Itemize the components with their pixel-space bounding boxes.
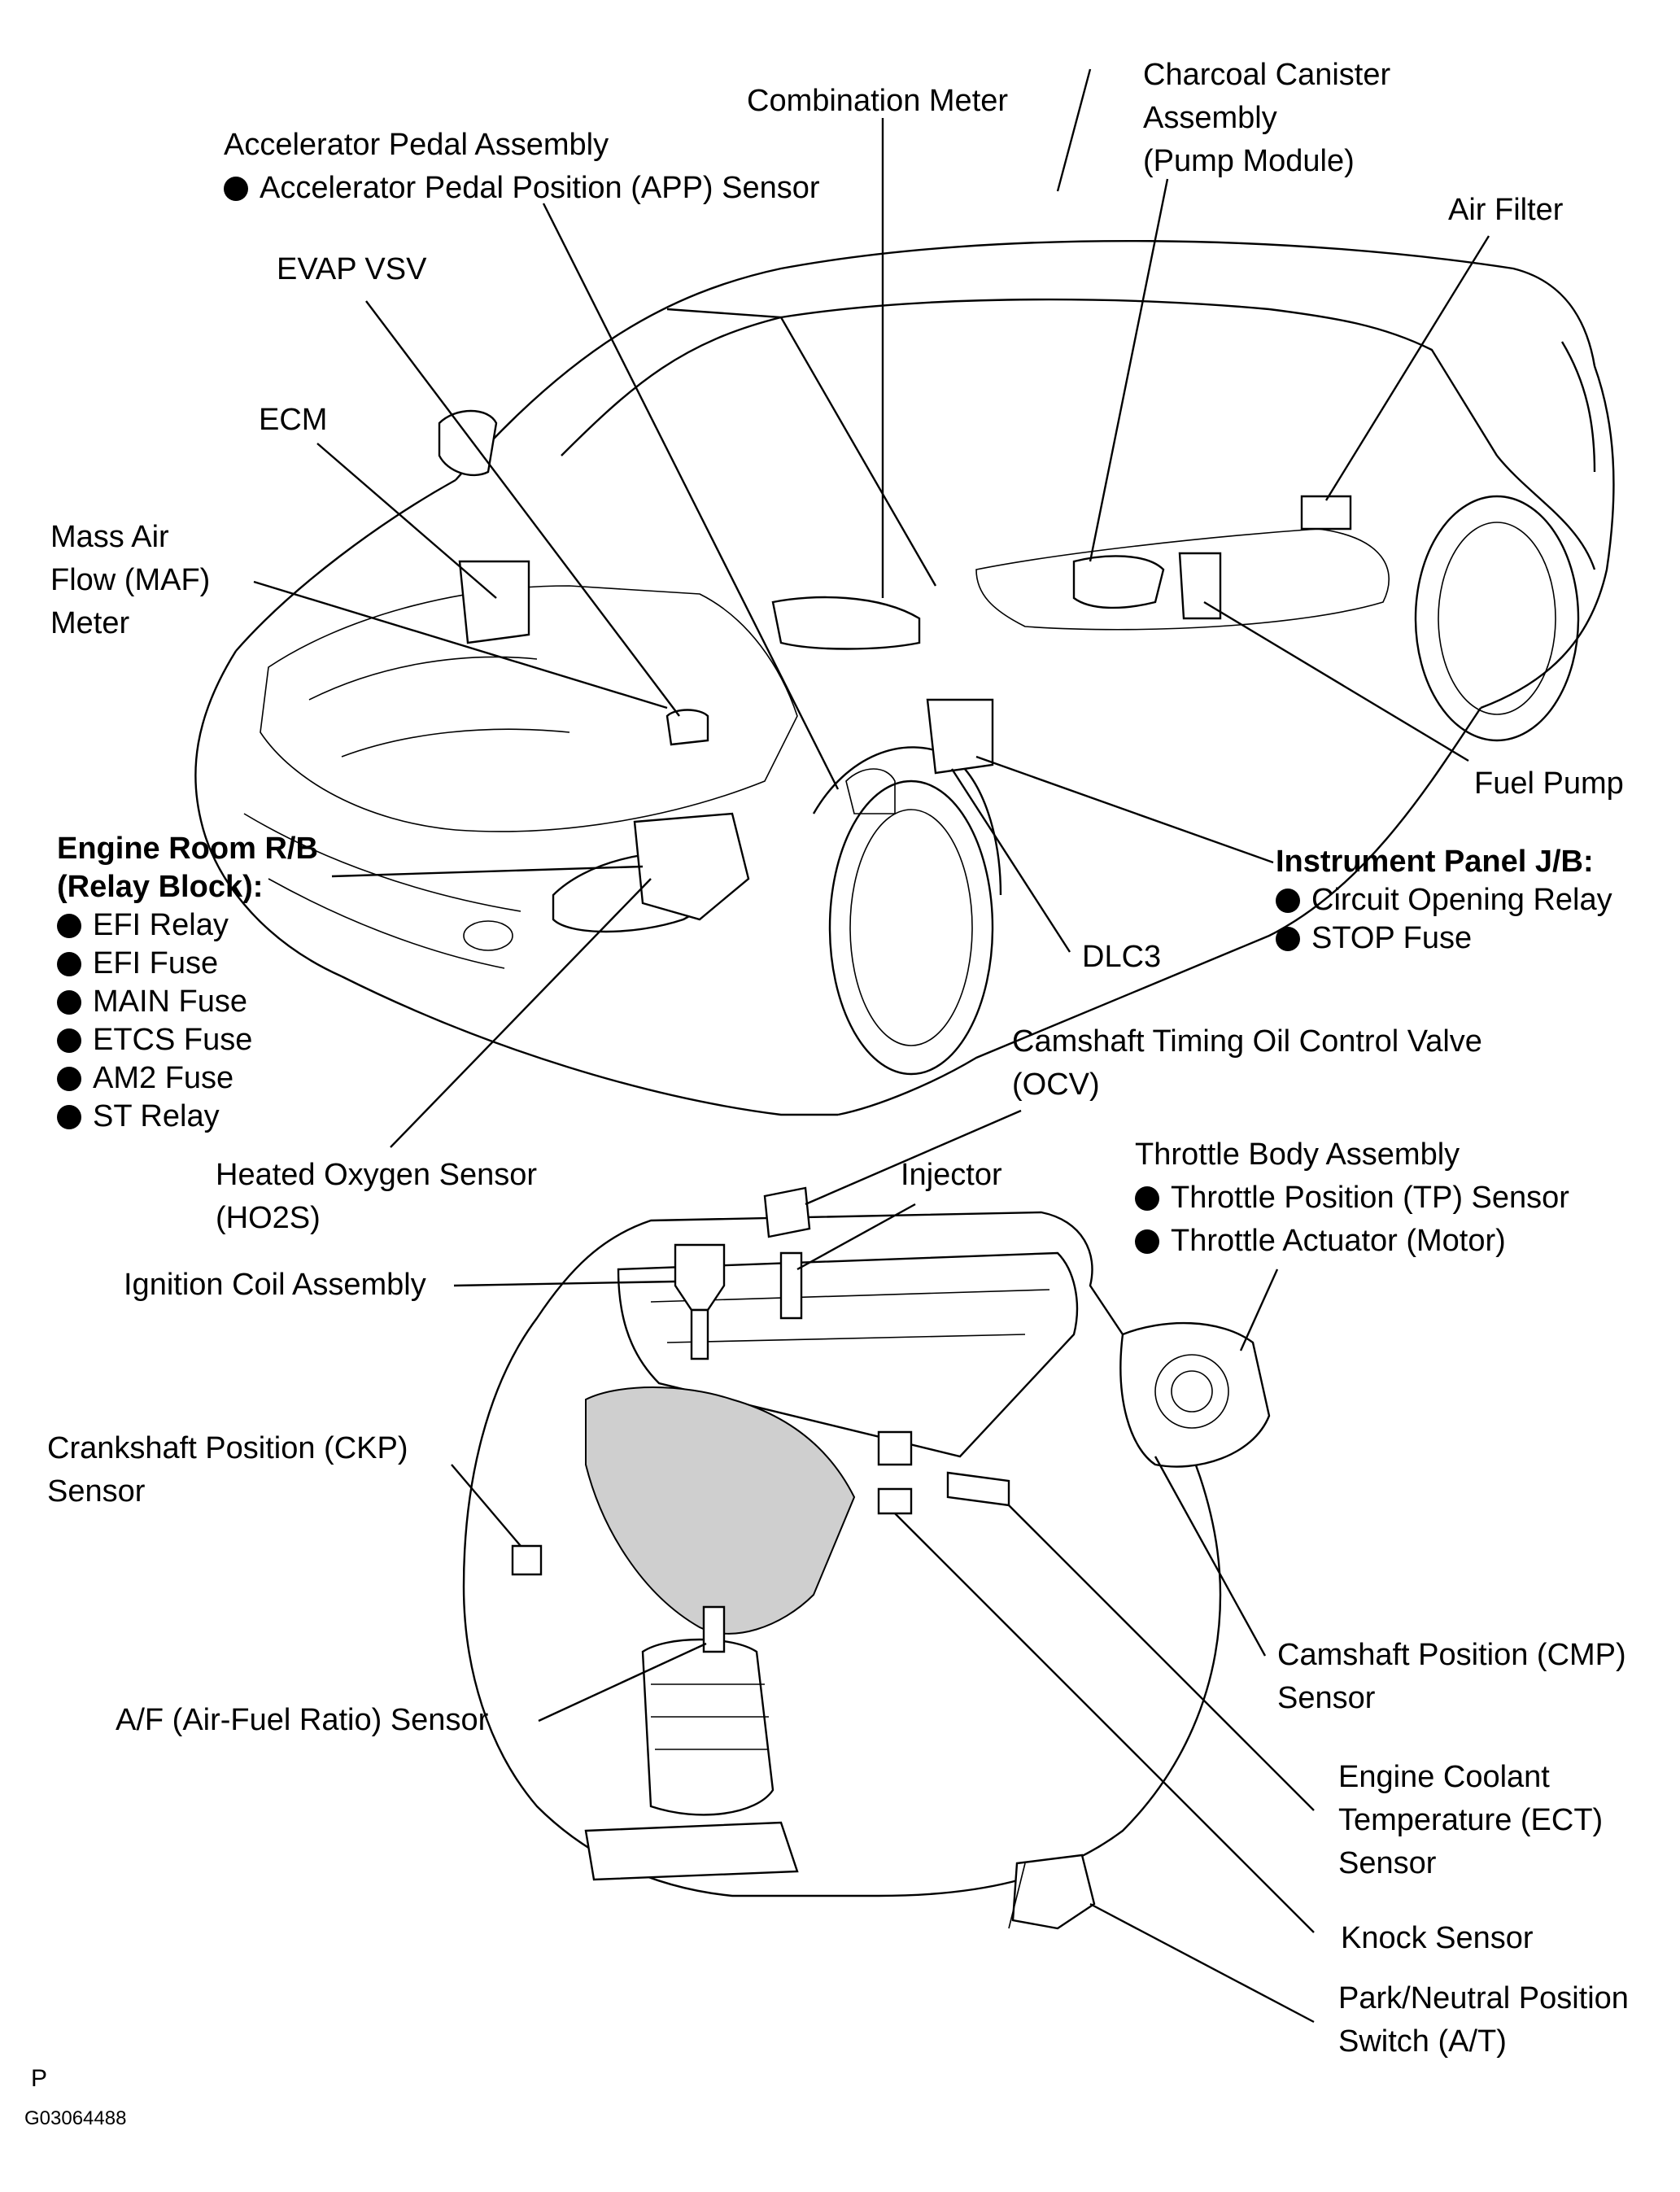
label-park-neutral-switch: Park/Neutral Position Switch (A/T) xyxy=(1338,1981,1629,2059)
label-fuel-pump: Fuel Pump xyxy=(1474,766,1624,801)
bullet-icon xyxy=(1135,1186,1159,1211)
figure-code: G03064488 xyxy=(24,2107,127,2129)
tb-item: Throttle Actuator (Motor) xyxy=(1135,1220,1569,1263)
car-illustration xyxy=(194,68,1615,1116)
label-ecm: ECM xyxy=(259,403,328,437)
page-letter: P xyxy=(31,2065,48,2092)
rb-item: EFI Fuse xyxy=(57,945,318,983)
label-knock-sensor: Knock Sensor xyxy=(1341,1921,1534,1955)
jb-item: Circuit Opening Relay xyxy=(1276,881,1612,919)
bullet-icon xyxy=(57,1105,81,1129)
label-af-sensor: A/F (Air-Fuel Ratio) Sensor xyxy=(116,1703,489,1737)
engine-illustration xyxy=(462,1186,1271,1930)
label-evap-vsv: EVAP VSV xyxy=(277,252,427,286)
label-throttle-body-assembly: Throttle Body Assembly Throttle Position… xyxy=(1135,1133,1569,1263)
label-heated-oxygen-sensor: Heated Oxygen Sensor (HO2S) xyxy=(216,1158,538,1235)
rb-item: ETCS Fuse xyxy=(57,1021,318,1059)
label-charcoal-canister: Charcoal Canister Assembly (Pump Module) xyxy=(1143,58,1391,178)
label-ignition-coil: Ignition Coil Assembly xyxy=(124,1268,426,1302)
label-combination-meter: Combination Meter xyxy=(747,84,1009,118)
label-ckp-sensor: Crankshaft Position (CKP) Sensor xyxy=(47,1431,408,1509)
rb-item: ST Relay xyxy=(57,1098,318,1136)
rb-item: AM2 Fuse xyxy=(57,1059,318,1098)
label-maf-meter: Mass Air Flow (MAF) Meter xyxy=(50,520,211,640)
bullet-icon xyxy=(57,990,81,1015)
label-accelerator-pedal-assembly: Accelerator Pedal Assembly Accelerator P… xyxy=(224,124,820,210)
leader-lines xyxy=(253,118,1490,2024)
label-instrument-panel-jb: Instrument Panel J/B: Circuit Opening Re… xyxy=(1276,843,1612,958)
label-cmp-sensor: Camshaft Position (CMP) Sensor xyxy=(1277,1638,1626,1715)
bullet-icon xyxy=(1276,927,1300,951)
label-air-filter: Air Filter xyxy=(1448,193,1564,227)
label-ect-sensor: Engine Coolant Temperature (ECT) Sensor xyxy=(1338,1760,1604,1880)
rb-item: MAIN Fuse xyxy=(57,983,318,1021)
bullet-icon xyxy=(224,177,248,201)
bullet-icon xyxy=(57,1028,81,1053)
label-app-sensor: Accelerator Pedal Position (APP) Sensor xyxy=(224,167,820,210)
bullet-icon xyxy=(57,952,81,976)
bullet-icon xyxy=(1135,1229,1159,1254)
bullet-icon xyxy=(1276,889,1300,913)
label-dlc3: DLC3 xyxy=(1082,940,1162,974)
jb-item: STOP Fuse xyxy=(1276,919,1612,958)
tb-item: Throttle Position (TP) Sensor xyxy=(1135,1177,1569,1220)
bullet-icon xyxy=(57,914,81,938)
label-injector: Injector xyxy=(901,1158,1002,1192)
label-camshaft-ocv: Camshaft Timing Oil Control Valve (OCV) xyxy=(1012,1024,1482,1102)
label-engine-room-rb: Engine Room R/B (Relay Block): EFI Relay… xyxy=(57,830,318,1136)
bullet-icon xyxy=(57,1067,81,1091)
rb-item: EFI Relay xyxy=(57,906,318,945)
